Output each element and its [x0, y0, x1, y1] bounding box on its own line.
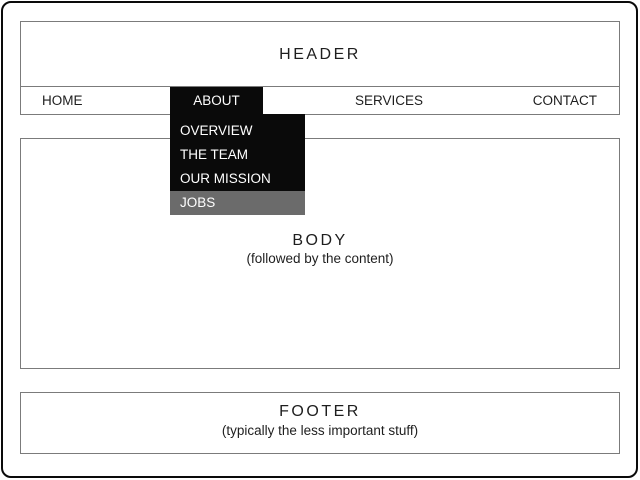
menu-item-overview[interactable]: OVERVIEW — [180, 123, 253, 138]
menu-item-the-team[interactable]: THE TEAM — [180, 147, 249, 162]
body-label: BODY — [292, 232, 348, 249]
footer-section: FOOTER (typically the less important stu… — [20, 392, 620, 454]
nav-item-services[interactable]: SERVICES — [354, 93, 424, 108]
nav-item-contact[interactable]: CONTACT — [532, 93, 597, 108]
body-section: BODY (followed by the content) — [20, 138, 620, 369]
nav-bar: HOME ABOUT SERVICES CONTACT — [20, 86, 620, 115]
body-subtitle: (followed by the content) — [246, 251, 394, 266]
header-label: HEADER — [279, 46, 361, 63]
nav-item-home[interactable]: HOME — [42, 93, 83, 108]
menu-item-our-mission[interactable]: OUR MISSION — [180, 171, 271, 186]
footer-subtitle: (typically the less important stuff) — [221, 423, 419, 438]
footer-label: FOOTER — [279, 403, 361, 420]
about-dropdown-menu: OVERVIEW THE TEAM OUR MISSION JOBS — [170, 114, 305, 215]
nav-item-about[interactable]: ABOUT — [170, 87, 263, 114]
menu-item-jobs[interactable]: JOBS — [170, 191, 305, 215]
header-section: HEADER — [20, 21, 620, 87]
